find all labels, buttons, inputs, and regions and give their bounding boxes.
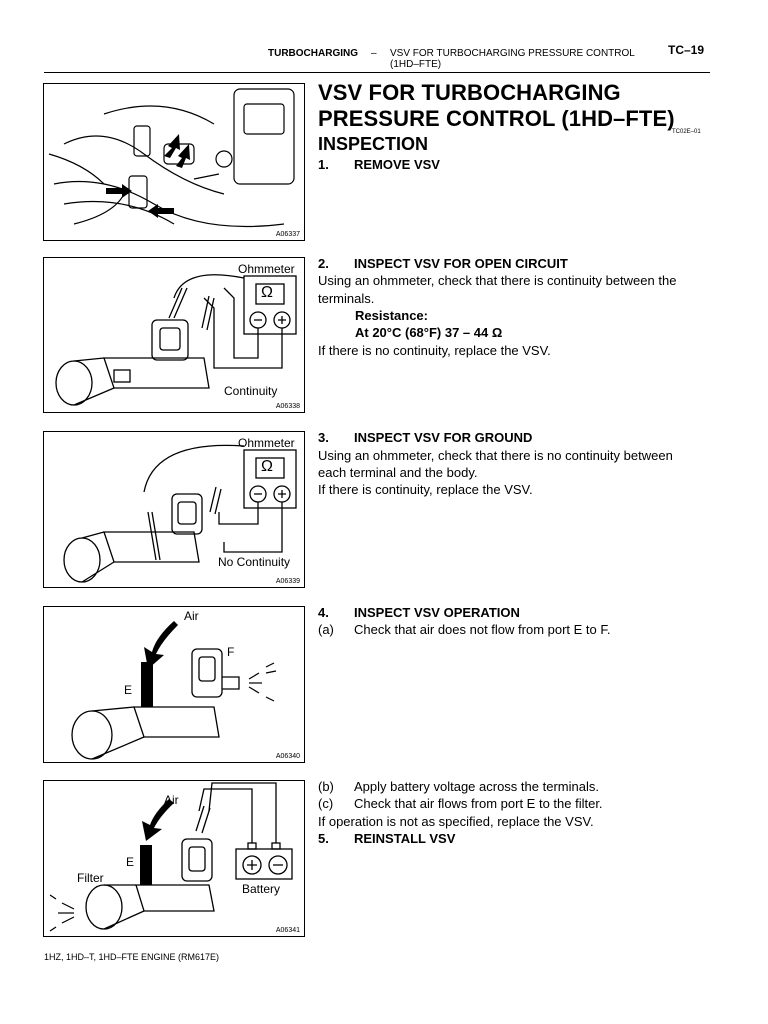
page-number: TC–19 bbox=[668, 43, 705, 57]
figure-vsv-operation-off: Air F E A06340 bbox=[43, 606, 305, 763]
step-4a-text: Check that air does not flow from port E… bbox=[354, 622, 611, 637]
step-1-number: 1. bbox=[318, 157, 329, 172]
header-rule bbox=[44, 72, 710, 73]
ohm-symbol: Ω bbox=[261, 458, 273, 475]
step-4a-number: (a) bbox=[318, 622, 334, 637]
vsv-air-flow-diagram bbox=[71, 621, 277, 760]
step-1: 1. REMOVE VSV bbox=[318, 157, 440, 172]
step-4b-number: (b) bbox=[318, 779, 334, 794]
step-4a: (a) Check that air does not flow from por… bbox=[318, 621, 611, 639]
step-4-note: If operation is not as specified, replac… bbox=[318, 814, 594, 829]
header-subsection-line1: VSV FOR TURBOCHARGING PRESSURE CONTROL bbox=[390, 48, 635, 59]
port-e-hose bbox=[141, 662, 153, 707]
ohmmeter-label: Ohmmeter bbox=[238, 262, 295, 276]
no-continuity-label: No Continuity bbox=[218, 555, 291, 569]
figure-vsv-location: A06337 bbox=[43, 83, 305, 241]
resistance-label: Resistance: bbox=[355, 308, 428, 323]
inspection-heading: INSPECTION bbox=[318, 134, 429, 154]
air-arrow-icon bbox=[144, 621, 178, 669]
step-3-number: 3. bbox=[318, 430, 329, 445]
step-2-note: If there is no continuity, replace the V… bbox=[318, 343, 551, 358]
step-4-label: INSPECT VSV OPERATION bbox=[354, 605, 520, 620]
figure-2-code: A06338 bbox=[275, 403, 300, 410]
ohmmeter-continuity-diagram bbox=[55, 274, 297, 406]
step-2-label: INSPECT VSV FOR OPEN CIRCUIT bbox=[354, 256, 568, 271]
step-5-number: 5. bbox=[318, 831, 329, 846]
vsv-battery-diagram bbox=[49, 782, 293, 932]
figure-vsv-operation-on: Air E Filter Battery A06341 bbox=[43, 780, 305, 937]
ohmmeter-no-continuity-diagram bbox=[63, 444, 297, 583]
step-3-label: INSPECT VSV FOR GROUND bbox=[354, 430, 533, 445]
step-4c-text: Check that air flows from port E to the … bbox=[354, 796, 603, 811]
reference-code: TC02E–01 bbox=[672, 129, 701, 135]
step-4c-number: (c) bbox=[318, 796, 334, 811]
ohmmeter-body bbox=[243, 449, 297, 509]
air-label: Air bbox=[184, 609, 199, 623]
step-2: 2. INSPECT VSV FOR OPEN CIRCUIT bbox=[318, 256, 568, 271]
step-5: 5. REINSTALL VSV bbox=[318, 831, 455, 846]
battery-label: Battery bbox=[242, 882, 281, 896]
air-puff-icon bbox=[248, 662, 277, 702]
footer: 1HZ, 1HD–T, 1HD–FTE ENGINE (RM617E) bbox=[44, 952, 220, 962]
continuity-label: Continuity bbox=[224, 384, 278, 398]
filter-label: Filter bbox=[77, 871, 104, 885]
header-subsection-line2: (1HD–FTE) bbox=[390, 59, 442, 70]
step-5-label: REINSTALL VSV bbox=[354, 831, 456, 846]
step-3: 3. INSPECT VSV FOR GROUND bbox=[318, 430, 532, 445]
figure-ground: Ohmmeter Ω No Continuity A06339 bbox=[43, 431, 305, 588]
port-f-label: F bbox=[227, 645, 235, 659]
port-e-label: E bbox=[126, 855, 135, 869]
resistance-value: At 20°C (68°F) 37 – 44 Ω bbox=[355, 325, 503, 340]
header-section: TURBOCHARGING bbox=[268, 48, 358, 59]
header-dash: – bbox=[371, 48, 377, 59]
battery-body bbox=[235, 848, 293, 880]
ohmmeter-label: Ohmmeter bbox=[238, 436, 295, 450]
air-label: Air bbox=[164, 793, 179, 807]
figure-5-code: A06341 bbox=[275, 927, 300, 934]
air-puff-icon bbox=[49, 894, 75, 932]
port-e-hose bbox=[140, 845, 152, 885]
port-e-label: E bbox=[124, 683, 133, 697]
figure-open-circuit: Ohmmeter Ω Continuity A06338 bbox=[43, 257, 305, 413]
figure-1-code: A06337 bbox=[275, 231, 300, 238]
step-2-number: 2. bbox=[318, 256, 329, 271]
step-4: 4. INSPECT VSV OPERATION bbox=[318, 605, 520, 620]
step-2-text-line2: terminals. bbox=[318, 291, 375, 306]
step-3-text-line2: each terminal and the body. bbox=[318, 465, 478, 480]
ohm-symbol: Ω bbox=[261, 284, 273, 301]
step-4c: (c) Check that air flows from port E to t… bbox=[318, 795, 603, 813]
step-4b: (b) Apply battery voltage across the term… bbox=[318, 778, 599, 796]
step-4b-text: Apply battery voltage across the termina… bbox=[354, 779, 599, 794]
page-title-line2: PRESSURE CONTROL (1HD–FTE) bbox=[318, 106, 675, 131]
engine-illustration bbox=[48, 88, 295, 228]
page-title-line1: VSV FOR TURBOCHARGING bbox=[318, 80, 621, 105]
step-4-number: 4. bbox=[318, 605, 329, 620]
step-2-text-line1: Using an ohmmeter, check that there is c… bbox=[318, 273, 677, 288]
step-3-note: If there is continuity, replace the VSV. bbox=[318, 482, 533, 497]
figure-3-code: A06339 bbox=[275, 578, 300, 585]
ohmmeter-body bbox=[243, 275, 297, 335]
figure-4-code: A06340 bbox=[275, 753, 300, 760]
air-arrow-icon bbox=[142, 799, 174, 841]
step-3-text-line1: Using an ohmmeter, check that there is n… bbox=[318, 448, 673, 463]
step-1-label: REMOVE VSV bbox=[354, 157, 440, 172]
